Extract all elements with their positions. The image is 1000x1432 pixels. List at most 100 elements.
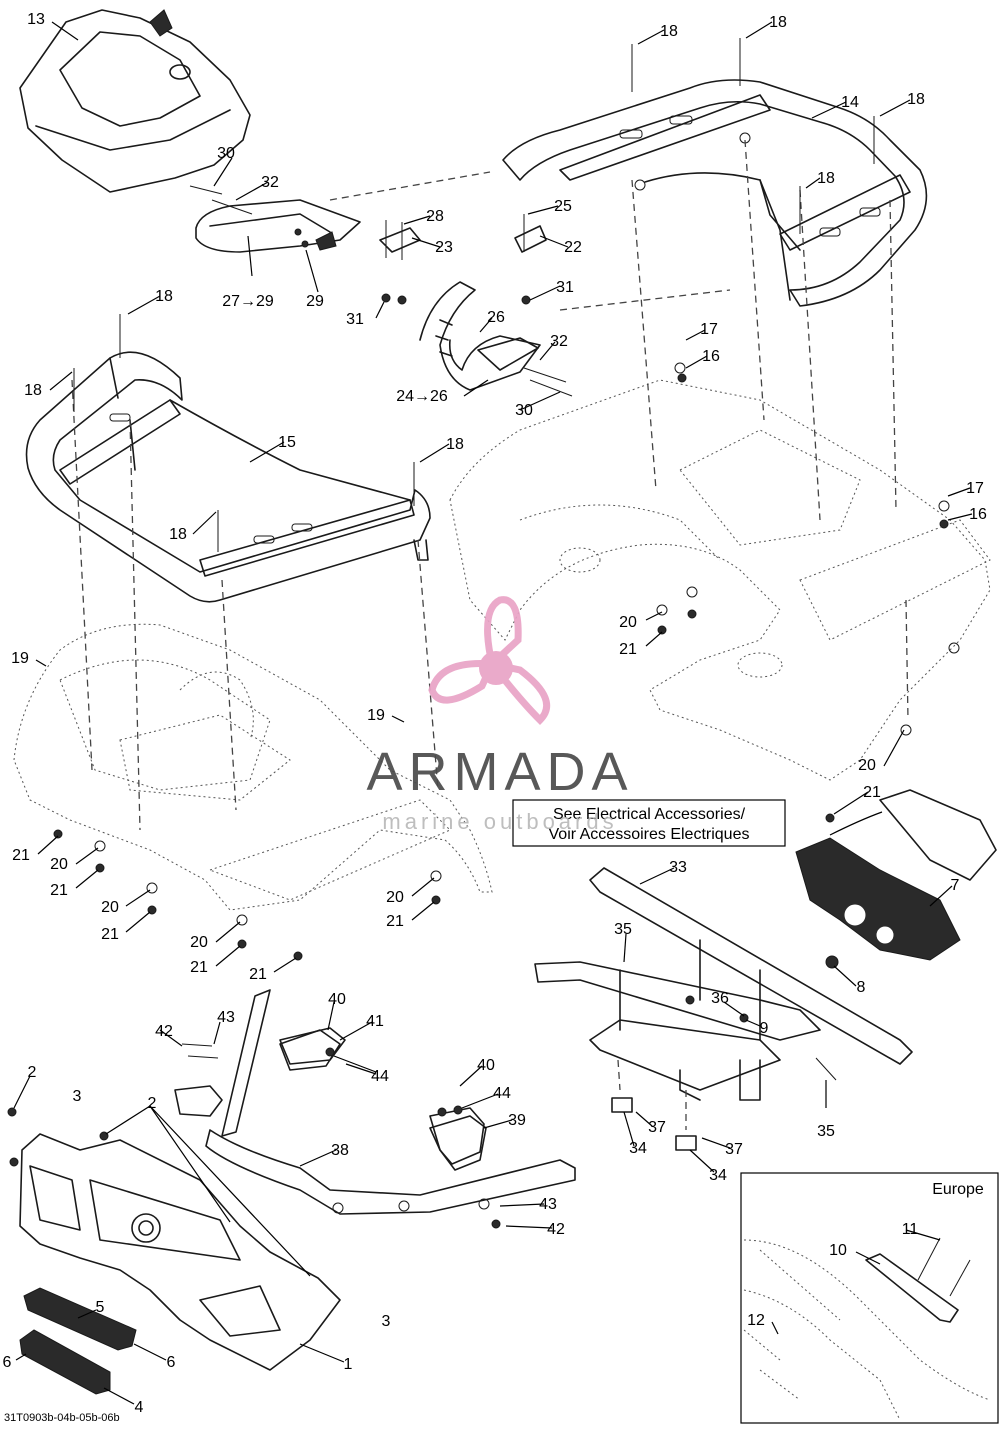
callout-c41: 41: [366, 1013, 384, 1030]
callout-c31b: 31: [556, 279, 574, 296]
callout-c32b: 32: [550, 333, 568, 350]
callout-c18h: 18: [169, 526, 187, 543]
callout-c37b: 37: [725, 1141, 743, 1158]
callout-c23: 23: [435, 239, 453, 256]
watermark: ARMADA marine outboards: [366, 596, 633, 834]
electrical-note: See Electrical Accessories/ Voir Accesso…: [512, 799, 786, 847]
callout-c30b: 30: [515, 402, 533, 419]
callout-c2a: 2: [28, 1064, 37, 1081]
europe-inset: [740, 1172, 999, 1424]
callout-c32a: 32: [261, 174, 279, 191]
leader-lines: [13, 21, 973, 1405]
callout-c17b: 17: [966, 480, 984, 497]
callout-c44a: 44: [371, 1068, 389, 1085]
callout-c18d: 18: [817, 170, 835, 187]
callout-c42b: 42: [547, 1221, 565, 1238]
callout-c19b: 19: [367, 707, 385, 724]
callout-c21h: 21: [249, 966, 267, 983]
callout-c16a: 16: [702, 348, 720, 365]
callout-c8: 8: [857, 979, 866, 996]
propeller-logo: [428, 596, 551, 725]
front-fender: [13, 623, 493, 911]
inset-label: Europe: [932, 1181, 984, 1198]
note-line-2: Voir Accessoires Electriques: [549, 826, 750, 843]
callout-c3b: 3: [382, 1313, 391, 1330]
callout-c20b: 20: [858, 757, 876, 774]
callout-c18c: 18: [907, 91, 925, 108]
callout-c25: 25: [554, 198, 572, 215]
callout-c21f: 21: [101, 926, 119, 943]
callout-c12: 12: [747, 1312, 765, 1329]
callout-c21b: 21: [863, 784, 881, 801]
callout-c15: 15: [278, 434, 296, 451]
callout-c35a: 35: [614, 921, 632, 938]
callout-c21a: 21: [619, 641, 637, 658]
callout-c16b: 16: [969, 506, 987, 523]
watermark-brand: ARMADA: [366, 742, 633, 802]
callout-c43a: 43: [217, 1009, 235, 1026]
callout-c20d: 20: [386, 889, 404, 906]
callout-c13: 13: [27, 11, 45, 28]
callout-c17a: 17: [700, 321, 718, 338]
callout-c31a: 31: [346, 311, 364, 328]
callout-c6b: 6: [3, 1354, 12, 1371]
callout-c40b: 40: [477, 1057, 495, 1074]
part-14-rear-rack: [502, 79, 928, 307]
callout-c22: 22: [564, 239, 582, 256]
callout-c2426: 24→26: [396, 388, 448, 405]
part-7-rear-housing: [795, 789, 997, 969]
bracket-22-23: [379, 225, 547, 253]
callout-c28: 28: [426, 208, 444, 225]
callout-c34a: 34: [629, 1140, 647, 1157]
callout-c9: 9: [760, 1020, 769, 1037]
callout-c5: 5: [96, 1299, 105, 1316]
callout-c34b: 34: [709, 1167, 727, 1184]
callout-c3a: 3: [73, 1088, 82, 1105]
callout-c14: 14: [841, 94, 859, 111]
callout-c2b: 2: [148, 1095, 157, 1112]
callout-c20c: 20: [50, 856, 68, 873]
callout-c21g: 21: [190, 959, 208, 976]
part-5-grille: [23, 1287, 137, 1351]
part-1-front-bumper: [19, 1133, 341, 1371]
callout-c36: 36: [711, 990, 729, 1007]
part-15-front-rack: [25, 351, 431, 603]
part-13-front-cover: [19, 9, 251, 193]
callout-c20e: 20: [101, 899, 119, 916]
callout-c42a: 42: [155, 1023, 173, 1040]
callout-c18b: 18: [769, 14, 787, 31]
callout-c30a: 30: [217, 145, 235, 162]
drawing-code: 31T0903b-04b-05b-06b: [4, 1412, 120, 1424]
callout-c19a: 19: [11, 650, 29, 667]
callout-c33: 33: [669, 859, 687, 876]
callout-c20f: 20: [190, 934, 208, 951]
callout-c44b: 44: [493, 1085, 511, 1102]
callout-c37a: 37: [648, 1119, 666, 1136]
note-line-1: See Electrical Accessories/: [553, 806, 746, 823]
callout-c6a: 6: [167, 1354, 176, 1371]
callout-c4: 4: [135, 1399, 144, 1416]
callout-c26: 26: [487, 309, 505, 326]
callout-c18e: 18: [155, 288, 173, 305]
part-27-29-front-hook: [195, 199, 361, 253]
assembly-lines: [71, 139, 909, 1130]
watermark-tagline: marine outboards: [382, 809, 617, 834]
part-33-rear-frame: [534, 867, 913, 1151]
callout-c35b: 35: [817, 1123, 835, 1140]
rear-fender: [449, 379, 991, 781]
callout-c38: 38: [331, 1142, 349, 1159]
callout-c21c: 21: [12, 847, 30, 864]
callout-c2729: 27→29: [222, 293, 274, 310]
callout-c1: 1: [344, 1356, 353, 1373]
callout-c18g: 18: [446, 436, 464, 453]
part-24-26-rear-hook: [419, 281, 541, 391]
callout-c11: 11: [902, 1221, 919, 1238]
callout-c7: 7: [951, 877, 960, 894]
callout-c18a: 18: [660, 23, 678, 40]
callout-c21d: 21: [50, 882, 68, 899]
bracket-41: [279, 1027, 346, 1065]
fasteners: [7, 38, 960, 1343]
